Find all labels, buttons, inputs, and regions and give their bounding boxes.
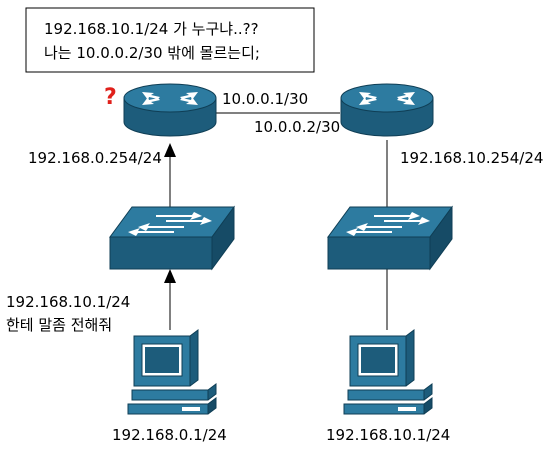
pc-right-ip: 192.168.10.1/24 xyxy=(326,426,450,444)
router-right-lan-ip: 192.168.10.254/24 xyxy=(400,149,543,167)
note-line-1: 192.168.10.1/24 가 누구냐..?? xyxy=(44,20,259,38)
router-right-wan-ip: 10.0.0.2/30 xyxy=(254,118,340,136)
question-mark: ? xyxy=(104,85,117,110)
router-left-wan-ip: 10.0.0.1/30 xyxy=(222,90,308,108)
switch-left-icon xyxy=(109,206,235,270)
pc-right-icon xyxy=(343,329,433,415)
arrow-up-switch xyxy=(164,269,176,283)
arrow-up-router xyxy=(164,143,176,157)
note-line-2: 나는 10.0.0.2/30 밖에 몰르는디; xyxy=(44,44,260,62)
pc-left-message-line-1: 192.168.10.1/24 xyxy=(6,293,130,311)
pc-left-message-line-2: 한테 말좀 전해줘 xyxy=(6,316,112,334)
note-box xyxy=(25,7,315,73)
switch-right-icon xyxy=(327,206,453,270)
router-left-icon xyxy=(123,83,217,137)
router-right-icon xyxy=(340,83,434,137)
pc-left-ip: 192.168.0.1/24 xyxy=(112,426,227,444)
router-left-lan-ip: 192.168.0.254/24 xyxy=(28,149,162,167)
pc-left-icon xyxy=(127,329,217,415)
